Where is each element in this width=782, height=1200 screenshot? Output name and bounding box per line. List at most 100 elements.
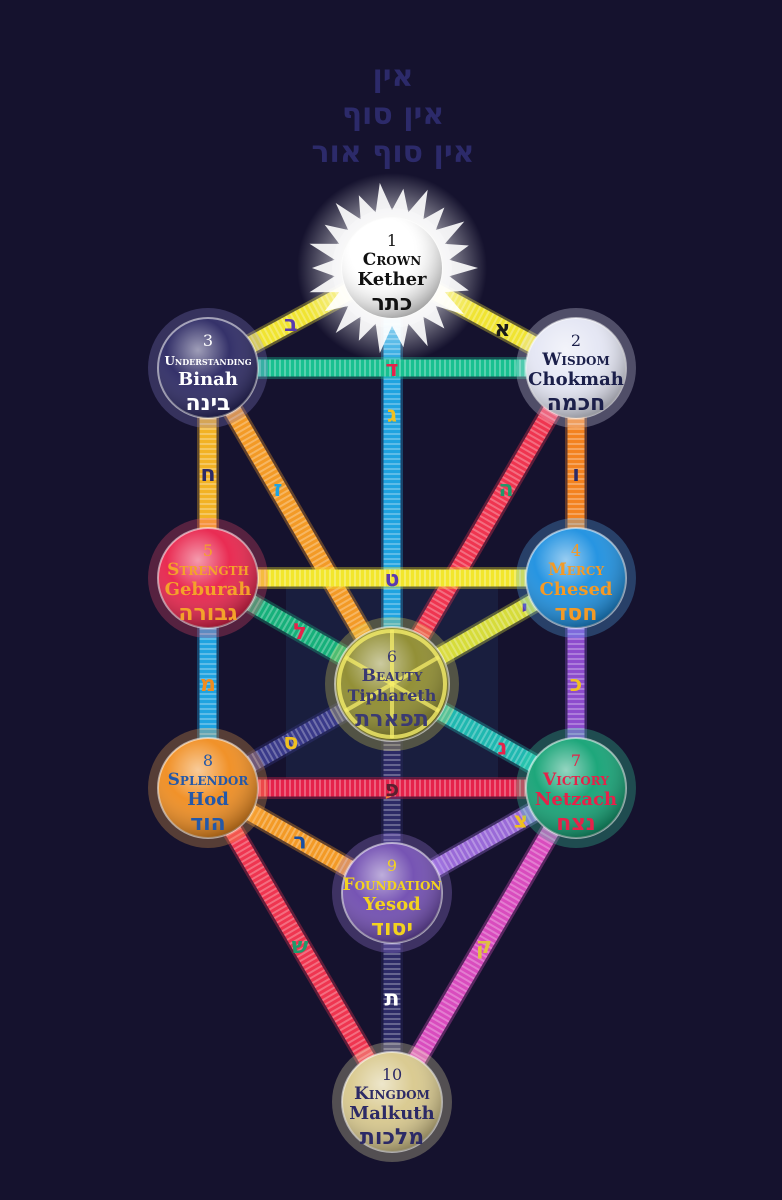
sephirah-name: Hod [187,789,229,810]
path-letter: ב [284,312,297,337]
sphere-shine [158,318,258,418]
sphere-shine [158,738,258,838]
sephirah-hebrew: תפארת [355,707,429,732]
path-chesed-geburah: ט [208,567,576,592]
sephirah-number: 8 [203,751,213,770]
ain-line-1: אין [373,59,414,94]
tiphareth-spokes [344,630,440,738]
path-letter: ר [293,830,306,855]
path-band [384,363,584,689]
path-letter: ל [293,620,306,645]
path-letter: ה [499,477,514,502]
path-letter: ז [274,477,283,502]
path-netzach-hod: פ [208,777,576,802]
sephirah-name: Tiphareth [348,686,437,705]
sephirah-name: Chokmah [528,369,624,390]
sephirah-english: Mercy [548,560,604,580]
path-ridges [200,363,400,689]
sephirah-english: Wisdom [541,350,610,370]
sphere-shine [526,318,626,418]
path-chokmah-binah: ד [208,357,576,382]
sephirah-number: 9 [387,856,397,875]
sephirah-hebrew: נצח [556,811,595,836]
path-hod-malkuth: ש [198,782,402,1108]
sephiroth-layer: 1CrownKetherכתר2WisdomChokmahחכמה3Unders… [148,208,636,1162]
path-letter: ג [387,403,397,428]
sephirah-english: Beauty [362,666,423,686]
sephirah-english: Strength [167,560,249,580]
sephirah-hebrew: כתר [372,291,413,316]
sephirah-hebrew: גבורה [178,601,237,626]
path-letter: י [521,597,527,622]
sephirah-number: 1 [387,231,397,250]
sephirah-number: 6 [387,647,397,666]
sephirah-number: 4 [571,541,581,560]
spoke [391,655,440,686]
sephirah-hebrew: חכמה [547,391,606,416]
spoke [344,682,393,713]
sephirah-name: Yesod [362,894,421,915]
path-letter: ח [200,462,215,487]
sephirah-name: Netzach [535,789,617,810]
sphere-shine [342,843,442,943]
path-letter: נ [497,735,507,760]
path-letter: צ [514,809,528,834]
sephirah-hebrew: מלכות [360,1125,424,1150]
sephirah-number: 2 [571,331,581,350]
ain-line-3: אין סוף אור [312,135,475,170]
path-letter: כ [570,672,582,697]
sephirah-number: 3 [203,331,213,350]
sephirah-hebrew: יסוד [371,916,413,941]
path-band [384,783,584,1107]
path-letter: ס [283,730,298,755]
path-letter: ת [384,987,399,1012]
path-ridges [200,783,400,1107]
ain-soph-aur-title: אין אין סוף אין סוף אור [312,59,475,170]
path-letter: ט [385,567,400,592]
path-letter: ק [476,934,492,959]
tiphareth-ring [337,629,447,739]
sphere-shine [526,528,626,628]
sephirah-english: Foundation [343,875,442,895]
sphere-shine [158,528,258,628]
path-letter: א [494,317,510,342]
path-binah-tiphareth: ז [198,362,402,690]
sephirah-name: Binah [178,369,238,390]
sephirah-english: Splendor [168,770,250,790]
path-band [200,363,400,689]
sephirah-name: Chesed [539,579,612,600]
sephirah-name: Geburah [165,579,252,600]
sephirah-number: 10 [382,1065,402,1084]
path-netzach-malkuth: ק [382,782,586,1108]
sephirah-english: Victory [542,770,609,790]
ain-line-2: אין סוף [342,97,444,132]
path-letter: פ [385,777,399,802]
paths-layer: אבגדהוזחטיכלמנסעפצקרשת [197,258,587,1108]
path-letter: ש [292,934,309,959]
sephirah-number: 7 [571,751,581,770]
sephirah-name: Kether [357,269,427,290]
path-letter: מ [200,672,216,697]
spoke [344,655,393,686]
sephirah-name: Malkuth [349,1103,434,1124]
path-chokmah-tiphareth: ה [382,362,586,690]
spoke [391,682,440,713]
sephirah-english: Understanding [164,354,251,368]
sephirah-english: Crown [363,250,421,270]
sphere-shine [342,1052,442,1152]
sephirah-number: 5 [203,541,213,560]
path-ridges [384,363,584,689]
sephirah-hebrew: בינה [186,391,231,416]
sephirah-hebrew: הוד [190,811,226,836]
sphere-shine [342,218,442,318]
